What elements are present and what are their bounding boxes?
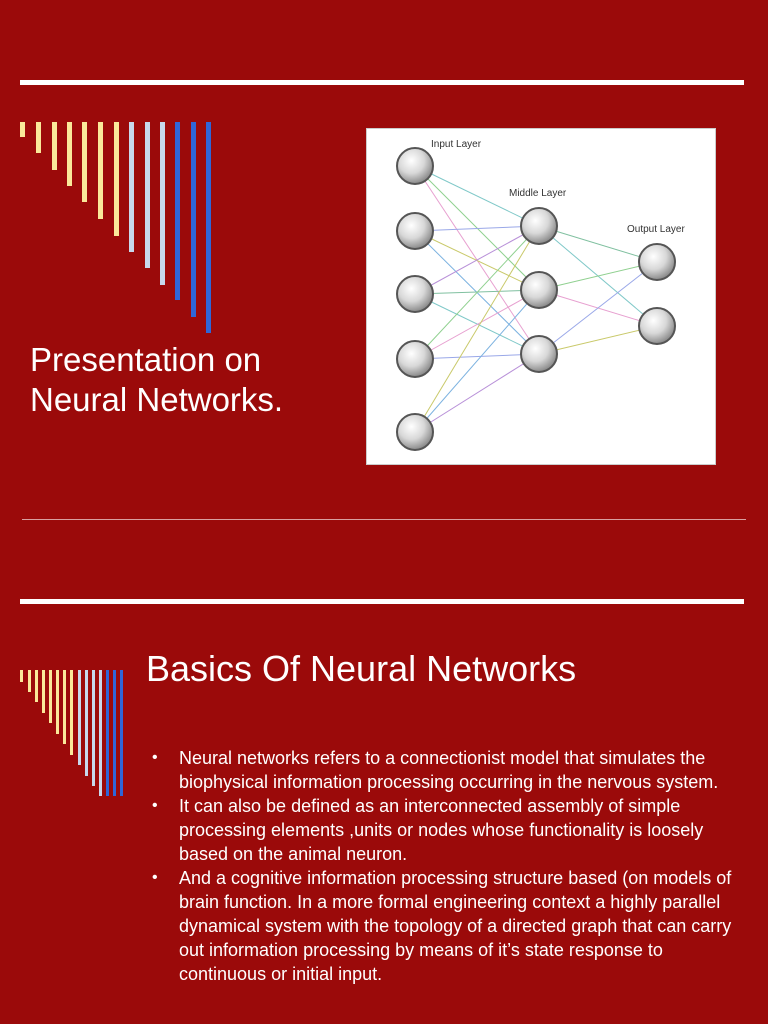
bullet-dot-icon: • [152, 749, 158, 766]
bullet-item: • And a cognitive information processing … [150, 866, 750, 986]
input-layer-label: Input Layer [431, 139, 482, 150]
connection-line [538, 225, 658, 263]
middle-node [520, 271, 558, 309]
input-node [396, 340, 434, 378]
slide-divider [22, 519, 746, 520]
slide-2: Basics Of Neural Networks • Neural networ… [0, 520, 768, 1024]
output-node [638, 243, 676, 281]
slide-1-title-line-1: Presentation on [30, 341, 262, 378]
bullet-dot-icon: • [152, 869, 158, 886]
bullet-item: • It can also be defined as an interconne… [150, 794, 750, 866]
connection-line [414, 353, 540, 433]
bullet-item: • Neural networks refers to a connectioni… [150, 746, 750, 794]
input-node [396, 212, 434, 250]
connection-line [414, 165, 540, 227]
slide-1-title-line-2: Neural Networks. [30, 381, 284, 418]
bullet-list: • Neural networks refers to a connectioni… [150, 746, 750, 986]
neural-network-svg: Input Layer Middle Layer Output Layer [396, 139, 685, 451]
connection-line [414, 225, 540, 295]
connection-line [538, 261, 658, 355]
connection-line [414, 225, 540, 360]
connection-line [414, 353, 540, 360]
output-node [638, 307, 676, 345]
slide-2-title: Basics Of Neural Networks [146, 648, 577, 689]
middle-node [520, 207, 558, 245]
middle-node [520, 335, 558, 373]
bullet-text: It can also be defined as an interconnec… [179, 796, 704, 864]
neural-network-diagram: Input Layer Middle Layer Output Layer [366, 128, 716, 465]
input-node [396, 147, 434, 185]
input-node [396, 275, 434, 313]
bullet-text: And a cognitive information processing s… [179, 868, 732, 984]
input-node [396, 413, 434, 451]
slide-2-top-rule [20, 599, 744, 604]
slide-1: Presentation on Neural Networks. Input L… [20, 80, 744, 465]
connection-line [538, 325, 658, 355]
connection-line [414, 289, 540, 433]
slide-1-title: Presentation on Neural Networks. [30, 340, 350, 420]
slide-1-top-rule [20, 80, 744, 85]
output-layer-label: Output Layer [627, 224, 685, 235]
bullet-dot-icon: • [152, 797, 158, 814]
slide-2-decorative-bars [20, 670, 123, 796]
connection-line [414, 289, 540, 360]
connection-line [414, 225, 540, 232]
bullet-text: Neural networks refers to a connectionis… [179, 748, 719, 792]
connection-line [538, 261, 658, 291]
middle-layer-label: Middle Layer [509, 188, 567, 199]
connection-lines [414, 165, 658, 433]
connection-line [414, 225, 540, 433]
network-nodes [396, 147, 676, 451]
slide-1-decorative-bars [20, 122, 211, 333]
